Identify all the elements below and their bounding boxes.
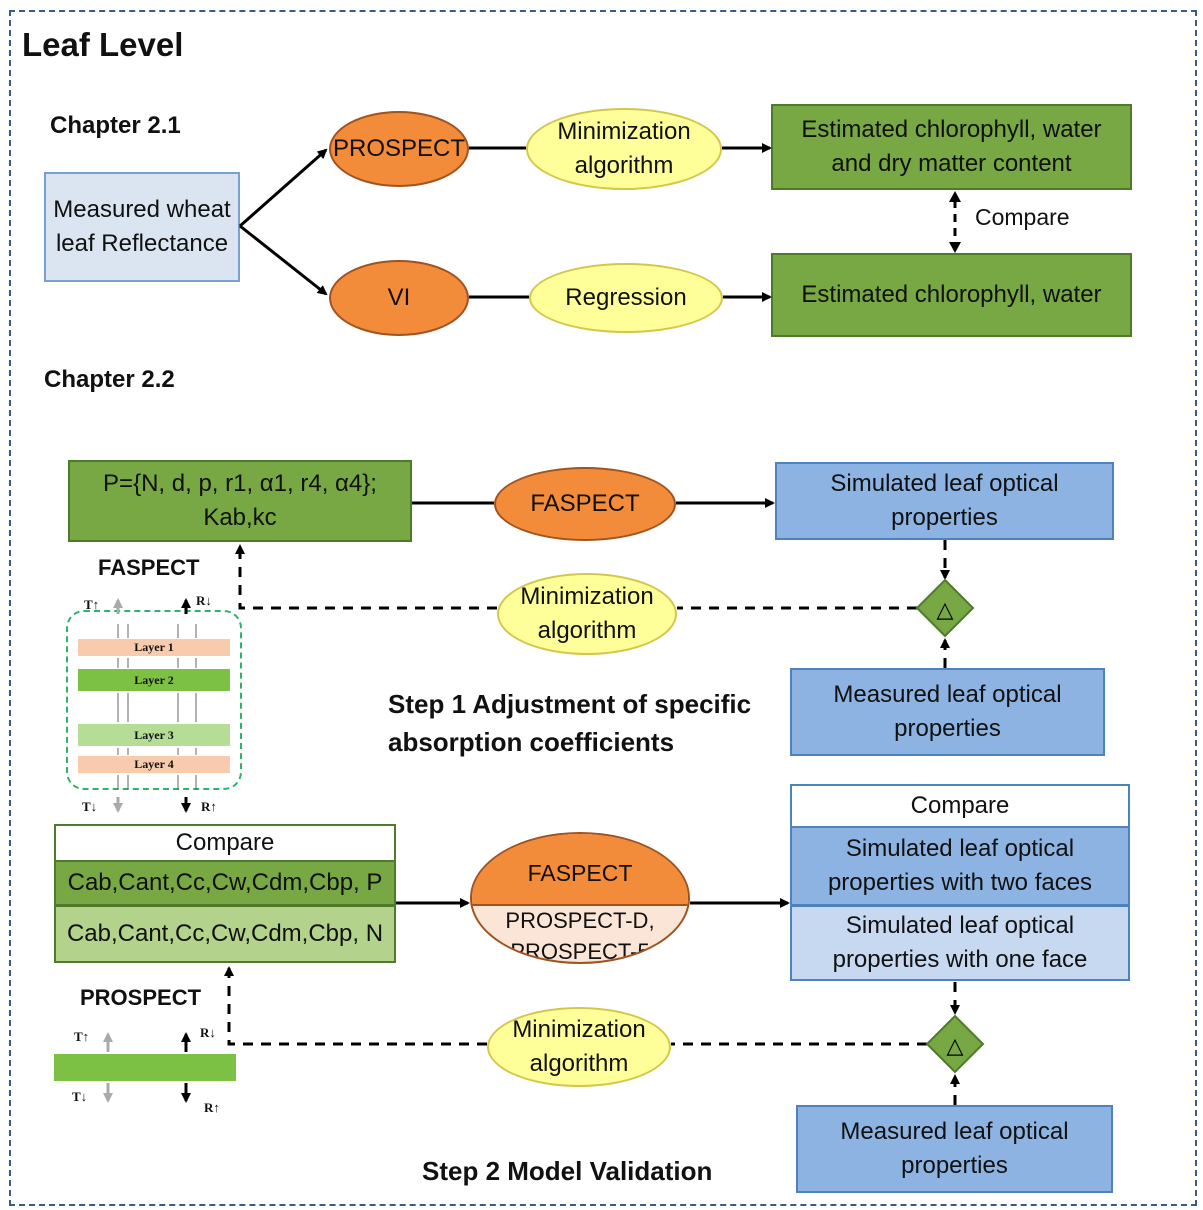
simulated-two-faces: Simulated leaf optical properties with t… bbox=[790, 826, 1130, 906]
row-faspect-params: Cab,Cant,Cc,Cw,Cdm,Cbp, P bbox=[54, 860, 396, 906]
simulated-leaf-optical-properties: Simulated leaf optical properties bbox=[775, 462, 1114, 540]
prospect-single-layer bbox=[54, 1054, 236, 1081]
regression-node: Regression bbox=[529, 263, 723, 333]
faspect-prospect-node: FASPECT PROSPECT-D, PROSPECT-5 bbox=[470, 832, 690, 964]
simulated-one-face: Simulated leaf optical properties with o… bbox=[790, 905, 1130, 981]
minimization-to-params bbox=[235, 544, 497, 610]
faspect-node: FASPECT bbox=[494, 467, 676, 541]
prospect-t-down-label: T↓ bbox=[72, 1089, 88, 1104]
minimization-algorithm-step1: Minimization algorithm bbox=[497, 573, 677, 655]
prospect-node: PROSPECT bbox=[329, 111, 469, 187]
delta-node-1 bbox=[915, 578, 975, 638]
layer-3: Layer 3 bbox=[78, 724, 230, 746]
arrow-measured-to-prospect bbox=[239, 148, 328, 228]
chapter-2-1-label: Chapter 2.1 bbox=[50, 112, 181, 139]
arrow-measured-to-vi bbox=[239, 224, 328, 296]
faspect-diagram-label: FASPECT bbox=[98, 555, 200, 580]
estimated-chlorophyll-water-dry-matter: Estimated chlorophyll, water and dry mat… bbox=[771, 104, 1132, 190]
faspect-internal-arrows bbox=[117, 624, 197, 790]
measured-wheat-leaf-reflectance: Measured wheat leaf Reflectance bbox=[44, 172, 240, 282]
minimization-algorithm-node: Minimization algorithm bbox=[526, 108, 722, 190]
prospect-r-up-label: R↑ bbox=[204, 1100, 220, 1115]
minimization-to-rows bbox=[224, 966, 487, 1046]
faspect-half: FASPECT bbox=[472, 834, 688, 904]
compare-arrowhead-down bbox=[949, 242, 961, 253]
compare-left-header: Compare bbox=[54, 824, 396, 862]
measured-leaf-optical-properties: Measured leaf optical properties bbox=[790, 668, 1105, 756]
prospect-diagram-label: PROSPECT bbox=[80, 985, 202, 1010]
delta-node-2-symbol: △ bbox=[947, 1034, 964, 1059]
step-2-label: Step 2 Model Validation bbox=[422, 1156, 713, 1186]
chapter-2-2-label: Chapter 2.2 bbox=[44, 366, 175, 393]
faspect-r-up-label: R↑ bbox=[201, 799, 217, 814]
layer-1: Layer 1 bbox=[78, 639, 230, 656]
prospect-t-up-label: T↑ bbox=[74, 1029, 90, 1044]
row-prospect-params: Cab,Cant,Cc,Cw,Cdm,Cbp, N bbox=[54, 905, 396, 963]
faspect-t-down-label: T↓ bbox=[82, 799, 98, 814]
compare-label-2-1: Compare bbox=[975, 204, 1070, 230]
faspect-layer-stack bbox=[66, 610, 242, 790]
delta-node-1-symbol: △ bbox=[937, 598, 954, 623]
layer-4: Layer 4 bbox=[78, 756, 230, 773]
leaf-level-frame bbox=[9, 10, 1197, 1206]
faspect-t-up-label: T↑ bbox=[84, 597, 100, 612]
prospect-models-half: PROSPECT-D, PROSPECT-5 bbox=[472, 904, 688, 962]
diagram-title: Leaf Level bbox=[22, 26, 184, 63]
minimization-algorithm-step2: Minimization algorithm bbox=[487, 1007, 671, 1087]
step-1-label: Step 1 Adjustment of specific absorption… bbox=[388, 689, 752, 757]
layer-2: Layer 2 bbox=[78, 669, 230, 691]
faspect-r-down-label: R↓ bbox=[196, 593, 212, 608]
parameter-set-box: P={N, d, p, r1, α1, r4, α4}; Kab,kc bbox=[68, 460, 412, 542]
prospect-r-down-label: R↓ bbox=[200, 1025, 216, 1040]
vi-node: VI bbox=[329, 260, 469, 336]
delta-node-2 bbox=[925, 1014, 985, 1074]
measured-leaf-optical-properties-2: Measured leaf optical properties bbox=[796, 1105, 1113, 1193]
estimated-chlorophyll-water: Estimated chlorophyll, water bbox=[771, 253, 1132, 337]
compare-arrowhead-up bbox=[949, 191, 961, 202]
